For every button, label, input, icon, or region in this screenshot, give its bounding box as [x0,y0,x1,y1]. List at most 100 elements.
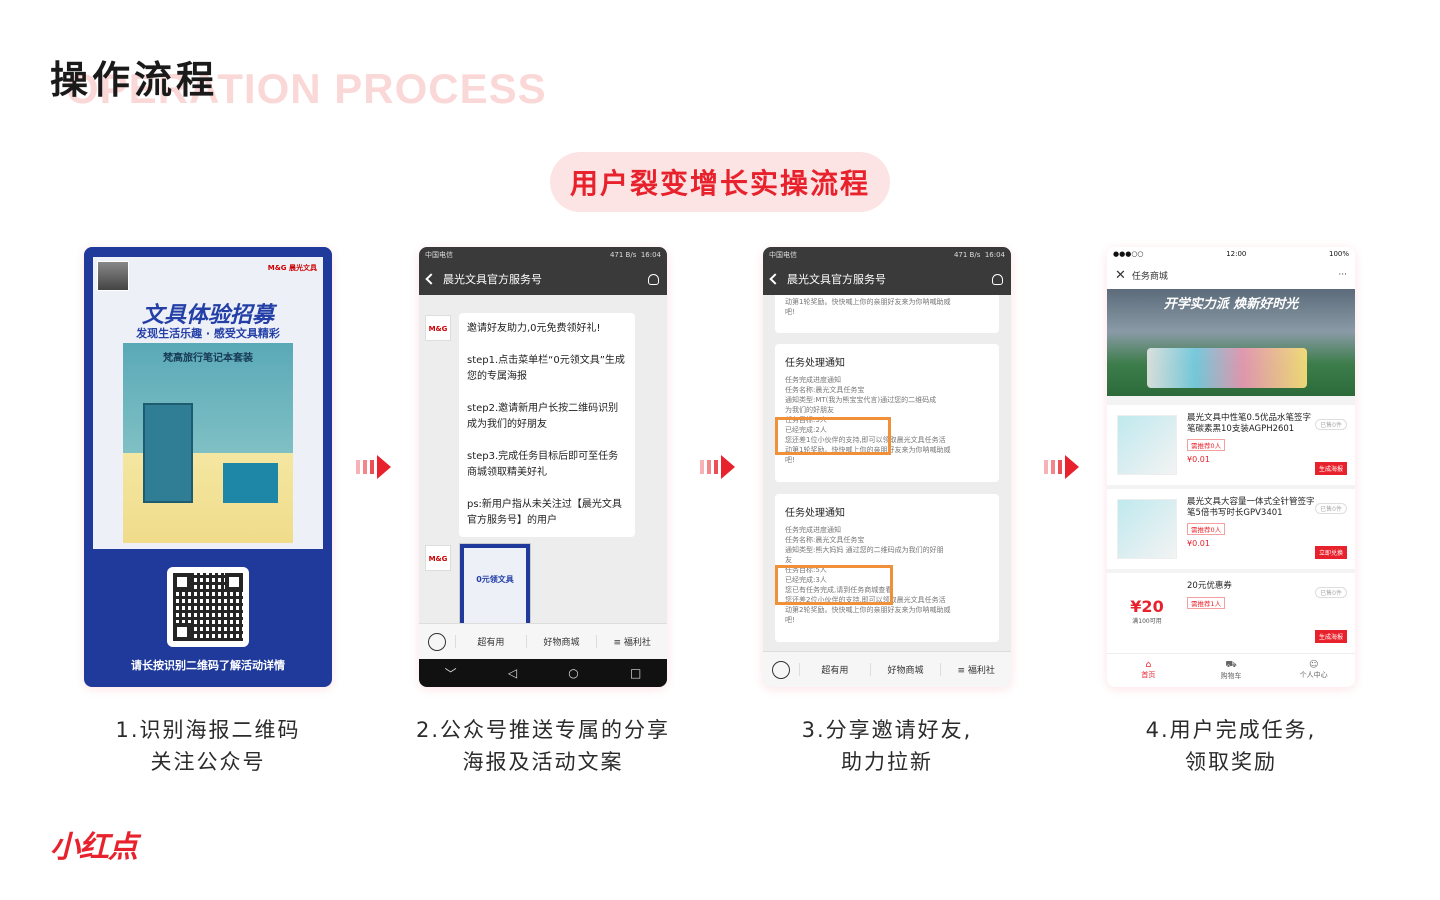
menu-item[interactable]: ≡ 福利社 [596,635,667,648]
android-nav-bar: ﹀ ◁ ○ □ [419,659,667,687]
user-icon: ☺ [1308,660,1319,670]
qr-finder-icon [225,573,243,591]
notice-line: 您还差2位小伙伴的支持,即可以领取晨光文具任务活 [785,596,946,604]
sold-count: 已售0件 [1315,419,1347,430]
task-notice-card[interactable]: 任务处理通知 任务完成进度通知 任务名称:晨光文具任务宝 通知类型:熊大妈妈 通… [775,494,999,642]
poster-title: 文具体验招募 [141,303,274,328]
step3-notification-screen: 中国电信 471 B/s 16:04 晨光文具官方服务号 动第1轮奖励。快快喊上… [763,247,1011,687]
chat-navbar: 晨光文具官方服务号 [419,263,667,295]
coupon-value: ¥20 [1130,597,1164,616]
banner-text: 开学实力派 焕新好时光 [1163,297,1299,312]
notice-line: 为我们的好朋友 [785,406,834,414]
chat-area: M&G 邀请好友助力,0元免费领好礼! step1.点击菜单栏“0元领文具”生成… [419,295,667,627]
referral-tag: 需推荐1人 [1187,597,1226,609]
back-icon[interactable] [425,273,437,285]
product-box-shape [143,403,193,503]
menu-item[interactable]: 好物商城 [525,635,597,648]
referral-tag: 需推荐0人 [1187,523,1226,535]
account-menu-bar: 超有用 好物商城 ≡ 福利社 [419,623,667,659]
avatar [97,261,129,291]
hide-icon[interactable]: ﹀ [444,666,457,681]
carrier: 中国电信 [425,251,453,259]
account-avatar: M&G [425,315,451,341]
menu-item[interactable]: ≡ 福利社 [940,663,1011,676]
battery: 100% [1328,250,1349,258]
section-banner-label: 用户裂变增长实操流程 [569,167,870,200]
back-icon[interactable]: ◁ [507,666,518,680]
page-header: OPERATION PROCESS 操作流程 [50,45,650,115]
mini-poster-text: 0元领文具 [464,548,526,626]
product-item[interactable]: 晨光文具大容量一体式全针管签字笔5倍书写时长GPV3401 需推荐0人 ¥0.0… [1107,489,1355,569]
step3-caption: 3.分享邀请好友, 助力拉新 [801,718,973,774]
generate-poster-button[interactable]: 生成海报 [1314,462,1347,475]
redeem-button[interactable]: 立即兑换 [1314,546,1347,559]
promo-banner[interactable]: 开学实力派 焕新好时光 [1107,289,1355,396]
message-line: step1.点击菜单栏“0元领文具”生成您的专属海报 [467,355,625,382]
more-icon[interactable]: ··· [1338,270,1347,280]
status-bar: 中国电信 471 B/s 16:04 [419,247,667,263]
notice-line: 任务目标:3人 [785,416,827,424]
status-bar: 中国电信 471 B/s 16:04 [763,247,1011,263]
stationery-goods-image [1147,348,1307,388]
product-thumbnail [1117,415,1177,475]
keyboard-icon[interactable] [763,660,799,679]
generate-poster-button[interactable]: 生成海报 [1314,630,1347,643]
product-image: 梵高旅行笔记本套装 [123,343,293,543]
home-icon: ⌂ [1145,660,1152,670]
poster-message-thumbnail[interactable]: 0元领文具 [459,543,531,627]
notice-title: 任务处理通知 [785,508,845,519]
close-icon[interactable]: ✕ [1115,267,1126,283]
keyboard-icon[interactable] [419,632,455,651]
notice-line: 吧! [785,456,795,464]
product-thumbnail [1117,499,1177,559]
product-price: ¥0.01 [1187,455,1210,464]
account-menu-bar: 超有用 好物商城 ≡ 福利社 [763,651,1011,687]
recents-icon[interactable]: □ [630,666,642,680]
notice-line: 已经完成:3人 [785,576,827,584]
product-notebook-shape [223,463,278,503]
step1-poster-card: M&G 晨光文具 文具体验招募 发现生活乐趣 · 感受文具精彩 梵高旅行笔记本套… [84,247,332,687]
task-notice-card[interactable]: 任务处理通知 任务完成进度通知 任务名称:晨光文具任务宝 通知类型:MT(我为熊… [775,344,999,482]
qr-code[interactable] [167,567,249,647]
cart-icon: ⛟ [1225,660,1237,670]
home-icon[interactable]: ○ [568,666,579,680]
tab-profile[interactable]: ☺个人中心 [1272,654,1355,687]
menu-item[interactable]: 好物商城 [869,663,941,676]
tab-cart[interactable]: ⛟购物车 [1190,654,1273,687]
step2-caption: 2.公众号推送专属的分享 海报及活动文案 [415,718,671,774]
notice-line: 吧! [785,616,795,624]
page-title: 操作流程 [50,58,219,102]
product-item[interactable]: 晨光文具中性笔0.5优品水笔签字笔碳素黑10支装AGPH2601 需推荐0人 ¥… [1107,405,1355,485]
sold-count: 已售0件 [1315,587,1347,598]
qr-pattern [173,573,243,641]
chat-navbar: 晨光文具官方服务号 [763,263,1011,295]
message-line: step3.完成任务目标后即可至任务商城领取精美好礼 [467,451,619,478]
tab-home[interactable]: ⌂首页 [1107,654,1190,687]
profile-icon[interactable] [648,273,659,285]
back-icon[interactable] [769,273,781,285]
step1-caption: 1.识别海报二维码 关注公众号 [115,718,301,774]
notice-line: 任务名称:晨光文具任务宝 [785,536,865,544]
referral-tag: 需推荐0人 [1187,439,1226,451]
notice-line: 已经完成:2人 [785,426,827,434]
account-name: 晨光文具官方服务号 [787,273,886,286]
qr-finder-icon [173,573,191,591]
sold-count: 已售0件 [1315,503,1347,514]
step4-task-mall-screen: ●●●○○ 12:00 100% ✕ 任务商城 ··· 开学实力派 焕新好时光 … [1107,247,1355,687]
profile-icon[interactable] [992,273,1003,285]
product-name: 梵高旅行笔记本套装 [163,353,253,364]
notice-line: 通知类型:熊大妈妈 通过您的二维码成为我们的好朋 [785,546,944,554]
net-speed: 471 B/s [609,251,637,259]
product-name: 晨光文具大容量一体式全针管签字笔5倍书写时长GPV3401 [1187,497,1315,518]
menu-item[interactable]: 超有用 [799,663,870,676]
coupon-badge: ¥20 满100可用 [1117,583,1177,643]
step4-caption: 4.用户完成任务, 领取奖励 [1145,718,1317,774]
notice-line: 任务名称:晨光文具任务宝 [785,386,865,394]
notice-line: 您还差1位小伙伴的支持,即可以领取晨光文具任务活 [785,436,946,444]
notice-line: 动第2轮奖励。快快喊上你的亲朋好友来为你呐喊助威 [785,606,951,614]
brand-logo: 小红点 [50,830,138,865]
clock: 16:04 [640,251,661,259]
menu-item[interactable]: 超有用 [455,635,526,648]
coupon-item[interactable]: ¥20 满100可用 20元优惠券 需推荐1人 已售0件 生成海报 [1107,573,1355,653]
flow-arrow-icon [700,455,740,479]
